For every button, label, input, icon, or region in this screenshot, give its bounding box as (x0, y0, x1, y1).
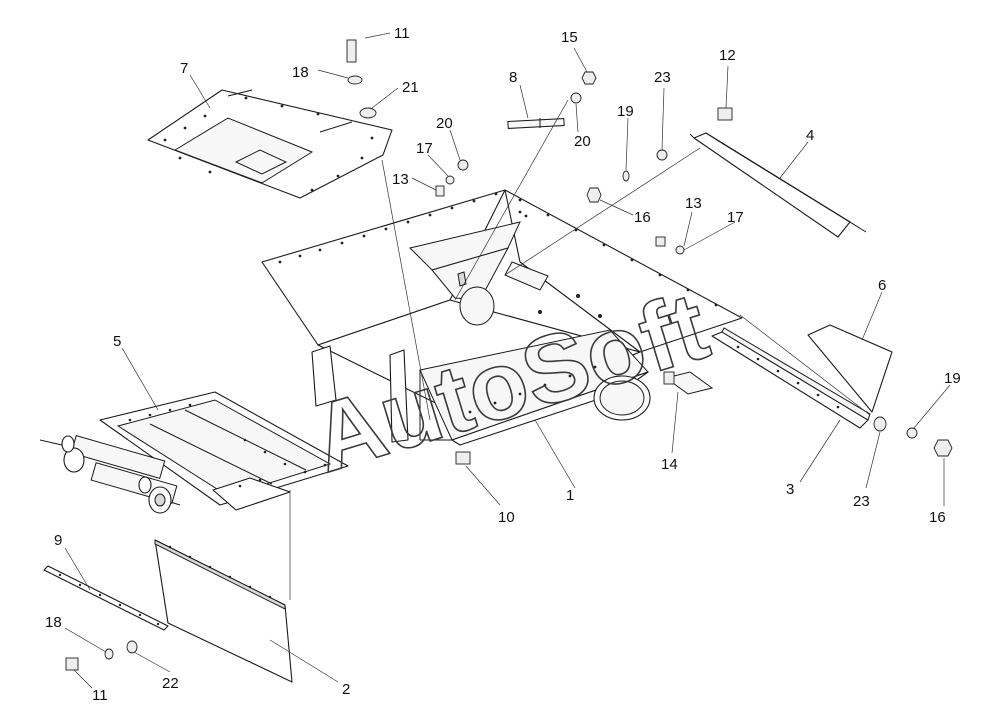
part-14-pin (663, 371, 714, 395)
callout-19-center: 19 (617, 103, 634, 120)
leader-lines (64, 32, 951, 689)
callout-16-right: 16 (929, 509, 946, 526)
callout-16-center: 16 (634, 209, 651, 226)
callout-23-right: 23 (853, 493, 870, 510)
callout-1: 1 (566, 487, 574, 504)
callout-11-bottom: 11 (92, 687, 108, 704)
callout-18-bottom: 18 (45, 614, 62, 631)
callout-12: 12 (719, 47, 736, 64)
callout-17-right: 17 (727, 209, 744, 226)
part-6-panel (807, 324, 893, 413)
callout-7: 7 (180, 60, 188, 77)
callout-2: 2 (342, 681, 350, 698)
callout-4: 4 (806, 127, 814, 144)
part-2-sheet (154, 539, 293, 683)
callout-6: 6 (878, 277, 886, 294)
callout-23-center: 23 (654, 69, 671, 86)
part-3-strip (711, 327, 871, 429)
callout-13-left: 13 (392, 171, 409, 188)
part-1-hopper-body (261, 189, 743, 446)
callout-15: 15 (561, 29, 578, 46)
part-7-cover-plate (147, 89, 393, 199)
callout-19-right: 19 (944, 370, 961, 387)
callout-labels: 1 2 3 4 5 6 7 8 9 10 11 11 12 13 13 14 1… (45, 25, 961, 704)
part-4-guard (689, 132, 867, 238)
callout-8: 8 (509, 69, 517, 86)
callout-11-top: 11 (394, 25, 410, 42)
part-8-rod (507, 118, 565, 129)
part-9-strip (43, 565, 169, 631)
callout-5: 5 (113, 333, 121, 350)
callout-18-top: 18 (292, 64, 309, 81)
callout-20-left: 20 (436, 115, 453, 132)
callout-14: 14 (661, 456, 678, 473)
fasteners (65, 39, 953, 671)
callout-3: 3 (786, 481, 794, 498)
callout-20-right: 20 (574, 133, 591, 150)
callout-13-right: 13 (685, 195, 702, 212)
callout-9: 9 (54, 532, 62, 549)
part-5-conveyor-assembly (39, 391, 349, 514)
callout-21: 21 (402, 79, 419, 96)
callout-10: 10 (498, 509, 515, 526)
callout-22: 22 (162, 675, 179, 692)
callout-17-left: 17 (416, 140, 433, 157)
